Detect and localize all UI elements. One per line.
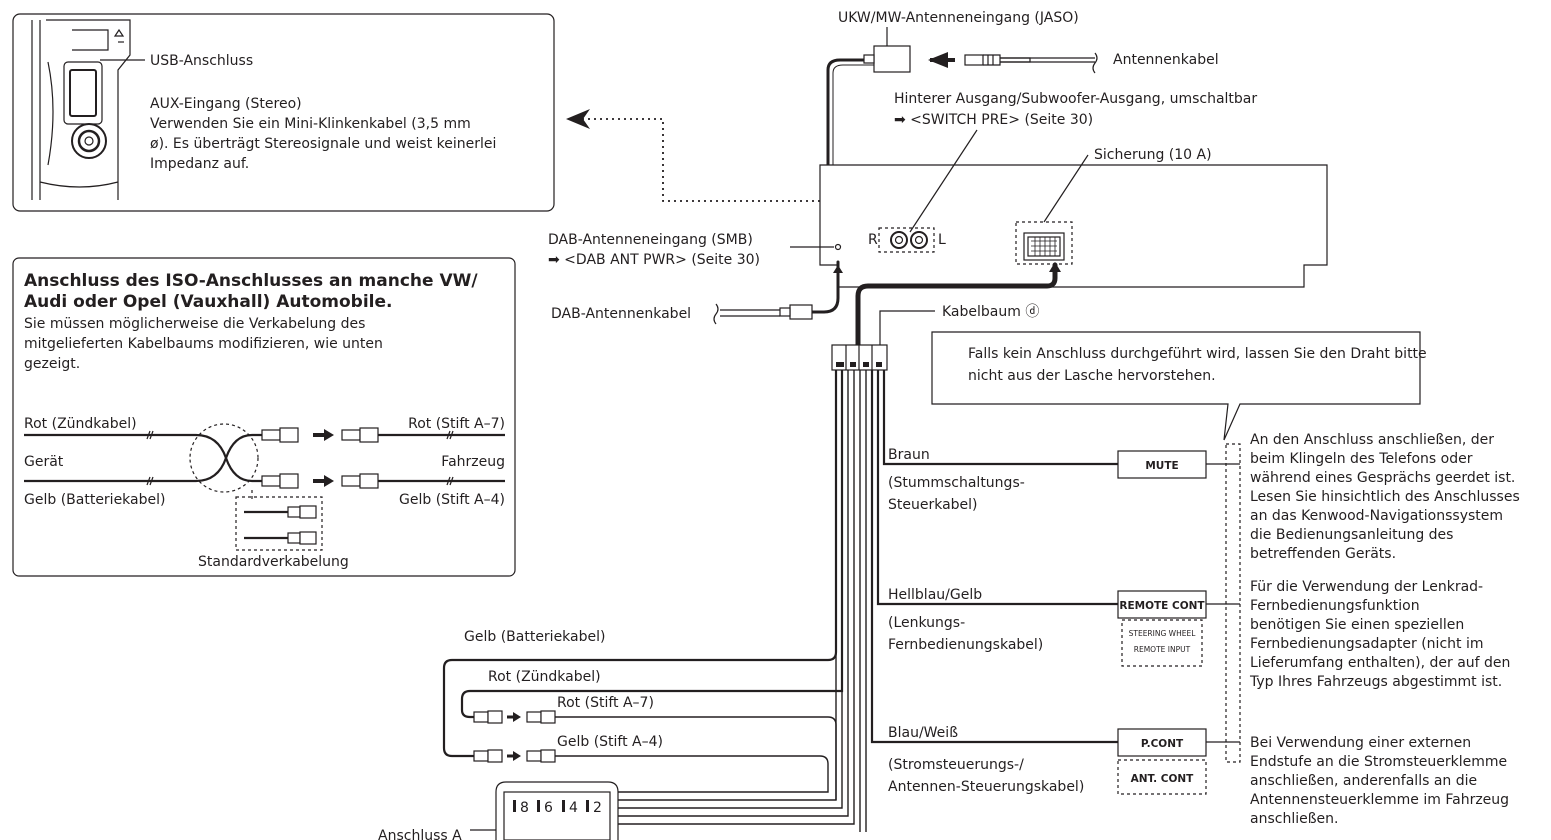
terminal-descriptions: An den Anschluss anschließen, der beim K… — [1249, 432, 1520, 827]
mute-terminal — [1117, 450, 1207, 479]
brown-wire-desc1: (Stummschaltungs- — [888, 475, 1025, 491]
antcont-label: ANT. CONT — [1131, 773, 1195, 785]
standard-wiring-label: Standardverkabelung — [198, 554, 349, 570]
bluewhite-wire-desc2: Antennen-Steuerungskabel) — [888, 779, 1084, 795]
dab-input-ref: ➡ <DAB ANT PWR> (Seite 30) — [548, 252, 760, 268]
iso-red-ignition: Rot (Zündkabel) — [24, 416, 137, 432]
fuse-label: Sicherung (10 A) — [1094, 147, 1212, 163]
steer-desc-2: Fernbedienungsfunktion — [1250, 598, 1420, 614]
amp-desc-1: Bei Verwendung einer externen — [1250, 735, 1471, 751]
aux-title: AUX-Eingang (Stereo) — [150, 96, 302, 112]
brown-wire-label: Braun — [888, 447, 930, 463]
iso-connector-label: Anschluss A — [378, 828, 462, 840]
mute-desc-4: Lesen Sie hinsichtlich des Anschlusses — [1250, 489, 1520, 505]
rear-output-label: Hinterer Ausgang/Subwoofer-Ausgang, umsc… — [894, 91, 1257, 107]
amp-desc-3: anschließen, anderenfalls an die — [1250, 773, 1477, 789]
rear-output-ref: ➡ <SWITCH PRE> (Seite 30) — [894, 112, 1093, 128]
aux-desc-line3: Impedanz auf. — [150, 156, 249, 172]
steering-wheel-label: STEERING WHEEL — [1129, 629, 1197, 638]
mute-label: MUTE — [1145, 460, 1178, 472]
iso-vehicle: Fahrzeug — [441, 454, 505, 470]
pin-4: 4 — [569, 800, 578, 816]
pin-8: 8 — [520, 800, 529, 816]
iso-desc-line1: Sie müssen möglicherweise die Verkabelun… — [24, 316, 365, 332]
fm-am-antenna-label: UKW/MW-Antenneneingang (JASO) — [838, 10, 1079, 26]
harness-yellow-battery: Gelb (Batteriekabel) — [464, 629, 605, 645]
pin-2: 2 — [593, 800, 602, 816]
iso-yellow-battery: Gelb (Batteriekabel) — [24, 492, 165, 508]
mute-desc-7: betreffenden Geräts. — [1250, 546, 1396, 562]
iso-yellow-pin: Gelb (Stift A–4) — [399, 492, 505, 508]
harness-wires: Gelb (Batteriekabel) Rot (Zündkabel) Rot… — [378, 370, 1241, 840]
harness-yellow-pin: Gelb (Stift A–4) — [557, 734, 663, 750]
pin-6: 6 — [544, 800, 553, 816]
fm-am-socket — [873, 45, 911, 73]
harness-red-ignition: Rot (Zündkabel) — [488, 669, 601, 685]
steer-desc-6: Typ Ihres Fahrzeugs abgestimmt ist. — [1249, 674, 1502, 690]
rca-r-label: R — [868, 232, 878, 248]
steer-desc-1: Für die Verwendung der Lenkrad- — [1250, 579, 1483, 595]
steer-desc-5: Lieferumfang enthalten), der auf den — [1250, 655, 1510, 671]
aux-desc-line1: Verwenden Sie ein Mini-Klinkenkabel (3,5… — [150, 116, 471, 132]
steer-desc-4: Fernbedienungsadapter (nicht im — [1250, 636, 1483, 652]
steer-desc-3: benötigen Sie einen speziellen — [1250, 617, 1464, 633]
iso-red-pin: Rot (Stift A–7) — [408, 416, 505, 432]
usb-aux-panel: USB-Anschluss AUX-Eingang (Stereo) Verwe… — [12, 13, 555, 212]
antenna-cable-label: Antennenkabel — [1113, 52, 1219, 68]
amp-desc-2: Endstufe an die Stromsteuerklemme — [1250, 754, 1507, 770]
brown-wire-desc2: Steuerkabel) — [888, 497, 978, 513]
rca-l-label: L — [938, 232, 946, 248]
mute-desc-5: an das Kenwood-Navigationssystem — [1250, 508, 1503, 524]
amp-desc-5: anschließen. — [1250, 811, 1338, 827]
panel-pointer-arrow — [566, 109, 820, 202]
mute-desc-3: während eines Gesprächs geerdet ist. — [1250, 470, 1515, 486]
dab-input-label: DAB-Antenneneingang (SMB) — [548, 232, 753, 248]
lightblue-wire-label: Hellblau/Gelb — [888, 587, 982, 603]
remote-cont-label: REMOTE CONT — [1119, 600, 1205, 612]
iso-modification-panel: Anschluss des ISO-Anschlusses an manche … — [12, 257, 516, 577]
lightblue-wire-desc1: (Lenkungs- — [888, 615, 965, 631]
iso-device: Gerät — [24, 454, 64, 470]
wire-tip-note: Falls kein Anschluss durchgeführt wird, … — [931, 331, 1427, 441]
dab-cable-label: DAB-Antennenkabel — [551, 306, 691, 322]
aux-desc-line2: ø). Es überträgt Stereosignale und weist… — [150, 136, 496, 152]
usb-port-label: USB-Anschluss — [150, 53, 253, 69]
pcont-label: P.CONT — [1141, 738, 1184, 750]
mute-desc-6: die Bedienungsanleitung des — [1250, 527, 1453, 543]
harness-label: Kabelbaum ⓓ — [942, 304, 1039, 320]
mute-desc-2: beim Klingeln des Telefons oder — [1250, 451, 1473, 467]
remote-input-label: REMOTE INPUT — [1134, 645, 1191, 654]
harness-red-pin: Rot (Stift A–7) — [557, 695, 654, 711]
head-unit: UKW/MW-Antenneneingang (JASO) Antennenka… — [548, 10, 1328, 371]
iso-title-line1: Anschluss des ISO-Anschlusses an manche … — [24, 271, 478, 291]
iso-desc-line2: mitgelieferten Kabelbaums modifizieren, … — [24, 336, 383, 352]
iso-title-line2: Audi oder Opel (Vauxhall) Automobile. — [24, 292, 392, 312]
iso-desc-line3: gezeigt. — [24, 356, 80, 372]
bluewhite-wire-label: Blau/Weiß — [888, 725, 958, 741]
lightblue-wire-desc2: Fernbedienungskabel) — [888, 637, 1043, 653]
amp-desc-4: Antennensteuerklemme im Fahrzeug — [1250, 792, 1509, 808]
mute-desc-1: An den Anschluss anschließen, der — [1250, 432, 1494, 448]
note-line2: nicht aus der Lasche hervorstehen. — [968, 368, 1216, 384]
bluewhite-wire-desc1: (Stromsteuerungs-/ — [888, 757, 1024, 773]
note-line1: Falls kein Anschluss durchgeführt wird, … — [968, 346, 1427, 362]
